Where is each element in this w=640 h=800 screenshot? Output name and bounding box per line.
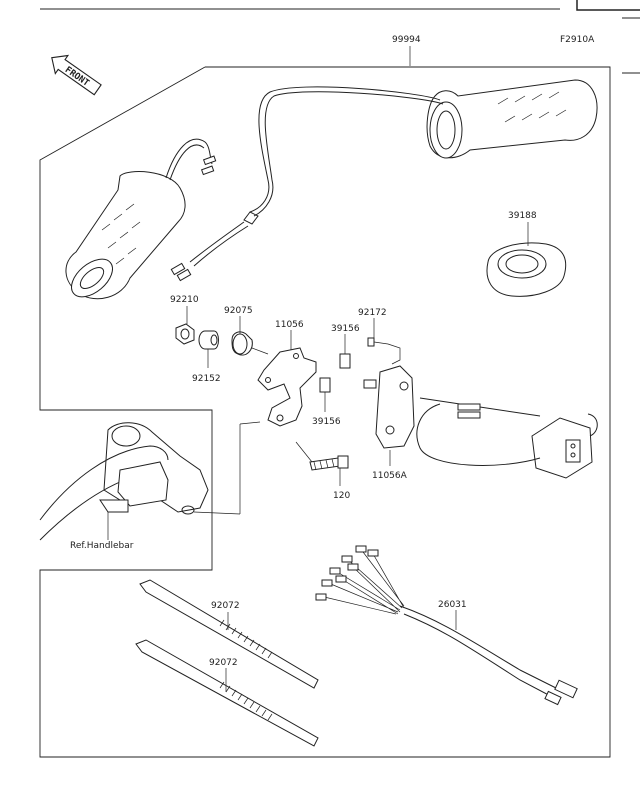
label-92210: 92210 (170, 295, 199, 305)
header-box (576, 0, 640, 11)
leader-lines (186, 46, 529, 692)
cable-tie-92072-upper (139, 579, 319, 689)
label-92172: 92172 (358, 308, 387, 318)
label-92072-upper: 92072 (211, 601, 240, 611)
wire-harness-26031 (315, 545, 578, 706)
handlebar-reference (39, 421, 261, 541)
label-92072-lower: 92072 (209, 658, 238, 668)
bolt-120 (309, 455, 349, 471)
part-ring-39188 (486, 242, 567, 297)
label-26031: 26031 (438, 600, 467, 610)
label-39156-upper: 39156 (331, 324, 360, 334)
part-pad-39156-upper (339, 353, 351, 369)
part-pad-39156-lower (319, 377, 331, 393)
label-99994: 99994 (392, 35, 421, 45)
label-92152: 92152 (192, 374, 221, 384)
part-collar-92152 (198, 330, 219, 350)
left-grip-heater (65, 138, 217, 300)
ref-handlebar-label: Ref.Handlebar (70, 541, 134, 551)
kit-outline (39, 66, 611, 758)
label-39188: 39188 (508, 211, 537, 221)
bracket-11056A (363, 365, 415, 449)
part-grommet-92075 (231, 331, 253, 356)
right-grip-heater (170, 79, 598, 282)
label-120: 120 (333, 491, 350, 501)
label-11056: 11056 (275, 320, 304, 330)
label-11056A: 11056A (372, 471, 408, 481)
screw-92172 (367, 337, 401, 365)
label-39156-lower: 39156 (312, 417, 341, 427)
heater-switch-unit (416, 397, 598, 479)
label-92075: 92075 (224, 306, 253, 316)
part-nut-92210 (175, 323, 195, 345)
cable-tie-92072-lower (135, 639, 319, 747)
figure-code: F2910A (560, 35, 595, 45)
bracket-11056 (257, 347, 317, 427)
front-arrow: FRONT (51, 54, 102, 96)
